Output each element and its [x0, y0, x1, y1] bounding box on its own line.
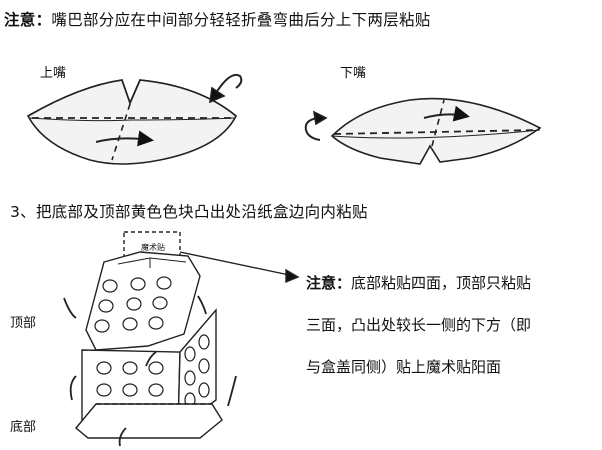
magic-tag-box: [123, 231, 181, 267]
magic-tag-text: 魔术贴: [141, 243, 165, 252]
side-note-line3: 与盒盖同侧）贴上魔术贴阳面: [306, 358, 502, 376]
top-note-label: 注意：: [4, 11, 52, 29]
upper-beak-label: 上嘴: [40, 66, 67, 81]
lower-beak-diagram: [304, 97, 542, 165]
top-note: 注意：嘴巴部分应在中间部分轻轻折叠弯曲后分上下两层粘贴: [4, 8, 431, 30]
step3-instruction: 3、把底部及顶部黄色色块凸出处沿纸盒边向内粘贴: [10, 203, 368, 221]
side-note: 注意：底部粘贴四面，顶部只粘贴 三面，凸出处较长一侧的下方（即 与盒盖同侧）贴上…: [306, 262, 598, 388]
callout-line: [179, 251, 295, 277]
side-note-line1: 注意：底部粘贴四面，顶部只粘贴: [306, 262, 598, 304]
box-diagram: [63, 231, 300, 447]
bottom-part-label: 底部: [10, 420, 37, 435]
top-note-text: 嘴巴部分应在中间部分轻轻折叠弯曲后分上下两层粘贴: [51, 11, 431, 29]
side-note-label: 注意：: [306, 274, 352, 292]
upper-beak-diagram: [26, 74, 243, 165]
top-part-label: 顶部: [10, 316, 37, 331]
side-note-line1-text: 底部粘贴四面，顶部只粘贴: [351, 274, 532, 292]
lower-beak-label: 下嘴: [340, 66, 367, 81]
side-note-line2: 三面，凸出处较长一侧的下方（即: [306, 316, 532, 334]
